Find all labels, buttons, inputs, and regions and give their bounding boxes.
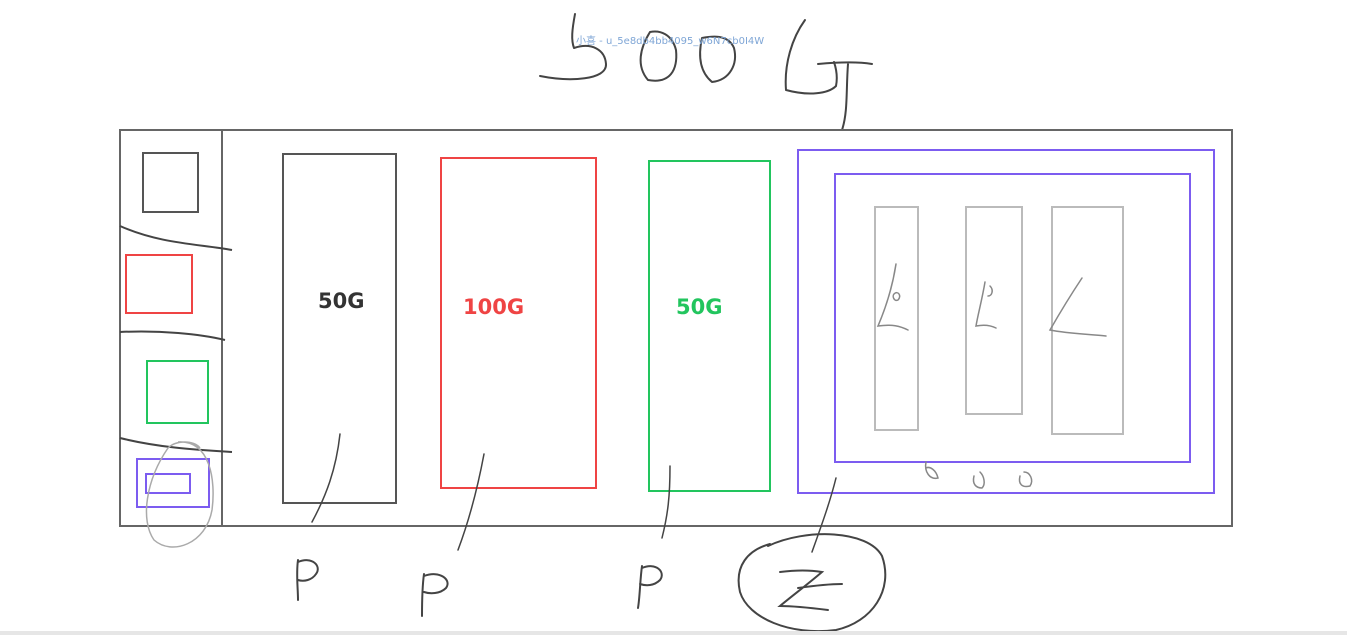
type-mark-z	[737, 533, 887, 633]
legend-divider-2	[119, 330, 226, 341]
bottom-edge	[0, 631, 1347, 635]
type-mark-p-1	[296, 559, 319, 601]
partition-3-box	[648, 160, 771, 492]
logical-hooks	[924, 461, 1033, 489]
partition-1-size: 50G	[318, 289, 365, 313]
legend-box-red	[125, 254, 193, 314]
disk-outline	[119, 129, 1233, 527]
logical-partition-3	[1051, 206, 1124, 435]
extended-partition-outer	[797, 149, 1215, 494]
partition-1-box	[282, 153, 397, 504]
leader-lines	[311, 433, 837, 553]
legend-box-purple-inner	[145, 473, 191, 494]
legend-column	[119, 152, 233, 548]
legend-box-black	[142, 152, 199, 213]
legend-box-purple-outer	[136, 458, 210, 508]
logical-partition-1	[874, 206, 919, 431]
partition-2-size: 100G	[463, 295, 525, 319]
legend-divider-3	[119, 437, 233, 453]
legend-box-green	[146, 360, 209, 424]
watermark-text: 小喜 - u_5e8db4bb4095_w6N7cb0I4W	[576, 36, 765, 47]
legend-circle-scribble	[145, 441, 214, 548]
legend-divider-1	[119, 225, 233, 251]
partition-2-box	[440, 157, 597, 489]
type-mark-p-2	[421, 573, 449, 617]
type-mark-p-3	[637, 565, 663, 609]
handwritten-total-500g	[539, 13, 873, 131]
logical-marks	[876, 263, 1107, 337]
extended-partition-inner	[834, 173, 1191, 463]
partition-3-size: 50G	[676, 295, 723, 319]
logical-partition-2	[965, 206, 1023, 415]
